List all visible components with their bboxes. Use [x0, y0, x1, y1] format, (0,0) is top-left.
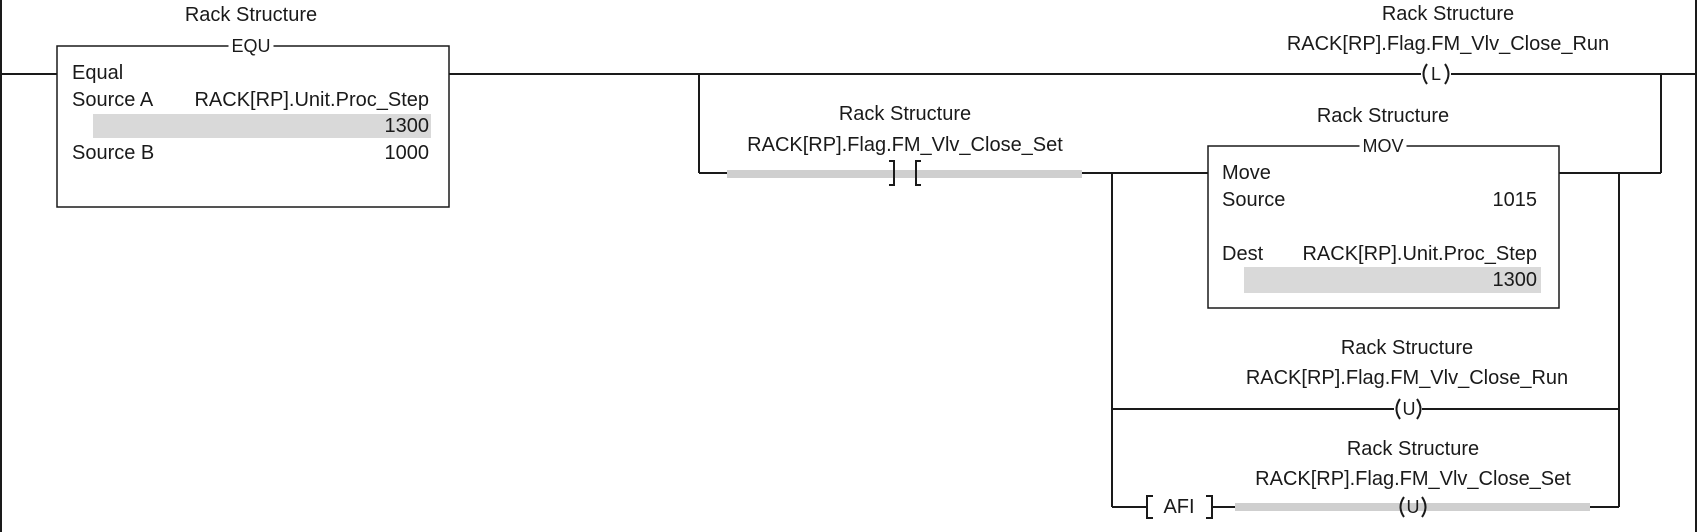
- xic-highlight-bar: [727, 170, 1082, 178]
- xic-description: Rack Structure: [838, 103, 972, 125]
- unlatch-coil-run-description: Rack Structure: [1340, 337, 1474, 359]
- equ-title: Equal: [72, 62, 124, 84]
- unlatch-coil-run-tag[interactable]: RACK[RP].Flag.FM_Vlv_Close_Run: [1245, 367, 1569, 389]
- unlatch-coil-set-symbol[interactable]: [1399, 496, 1427, 518]
- latch-coil-description: Rack Structure: [1381, 3, 1515, 25]
- mov-dest-label: Dest: [1222, 243, 1264, 265]
- mov-dest-value[interactable]: 1300: [1492, 269, 1538, 291]
- latch-coil-symbol[interactable]: [1422, 63, 1450, 85]
- mov-source-label: Source: [1222, 189, 1286, 211]
- equ-description: Rack Structure: [184, 4, 318, 26]
- mov-description: Rack Structure: [1316, 105, 1450, 127]
- latch-coil-symbol-letter: L: [1430, 64, 1442, 84]
- latch-coil-tag[interactable]: RACK[RP].Flag.FM_Vlv_Close_Run: [1286, 33, 1610, 55]
- unlatch-coil-run-symbol[interactable]: [1395, 398, 1422, 420]
- mov-title: Move: [1222, 162, 1271, 184]
- unlatch-coil-set-description: Rack Structure: [1346, 438, 1480, 460]
- equ-source-a-tag[interactable]: RACK[RP].Unit.Proc_Step: [194, 89, 429, 111]
- equ-mnemonic: EQU: [228, 36, 274, 56]
- mov-mnemonic: MOV: [1359, 136, 1407, 156]
- equ-source-a-value-field[interactable]: [93, 114, 431, 138]
- xic-contact-symbol[interactable]: [889, 160, 921, 186]
- unlatch-coil-run-symbol-letter: U: [1402, 399, 1416, 419]
- equ-source-b-value[interactable]: 1000: [384, 142, 430, 164]
- unlatch-coil-set-tag[interactable]: RACK[RP].Flag.FM_Vlv_Close_Set: [1255, 468, 1571, 490]
- equ-source-a-value[interactable]: 1300: [384, 115, 430, 137]
- mov-source-value[interactable]: 1015: [1492, 189, 1538, 211]
- mov-dest-value-field[interactable]: [1244, 267, 1541, 293]
- otu-set-highlight-bar: [1235, 503, 1590, 511]
- equ-source-a-label: Source A: [72, 89, 154, 111]
- xic-tag[interactable]: RACK[RP].Flag.FM_Vlv_Close_Set: [747, 134, 1063, 156]
- equ-source-b-label: Source B: [72, 142, 155, 164]
- mov-dest-tag[interactable]: RACK[RP].Unit.Proc_Step: [1302, 243, 1537, 265]
- afi-label[interactable]: AFI: [1163, 496, 1195, 518]
- afi-brackets[interactable]: [1146, 495, 1213, 519]
- unlatch-coil-set-symbol-letter: U: [1406, 497, 1420, 517]
